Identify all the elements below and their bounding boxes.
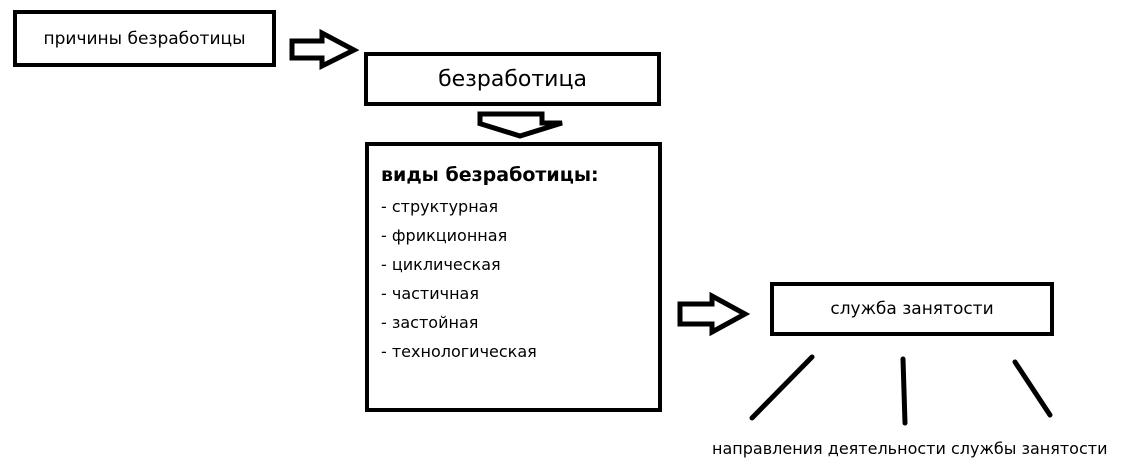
list-item: - застойная [381,313,479,332]
arrow-down-icon [477,111,563,139]
list-item: - технологическая [381,342,537,361]
connector-line [900,356,908,426]
causes-label: причины безработицы [43,28,246,49]
types-box: виды безработицы: - структурная - фрикци… [365,142,662,412]
unemployment-box: безработица [364,52,661,106]
types-title: виды безработицы: [381,164,599,186]
employment-service-box: служба занятости [770,282,1054,336]
list-item: - структурная [381,197,499,216]
list-item: - циклическая [381,255,501,274]
arrow-right-icon [677,291,751,337]
list-item: - частичная [381,284,479,303]
arrow-right-icon [289,28,360,71]
unemployment-label: безработица [438,66,587,92]
causes-box: причины безработицы [13,10,276,67]
bottom-caption: направления деятельности службы занятост… [712,439,1108,458]
connector-line [1012,359,1053,418]
list-item: - фрикционная [381,226,508,245]
connector-line [749,354,815,421]
employment-service-label: служба занятости [830,299,994,319]
